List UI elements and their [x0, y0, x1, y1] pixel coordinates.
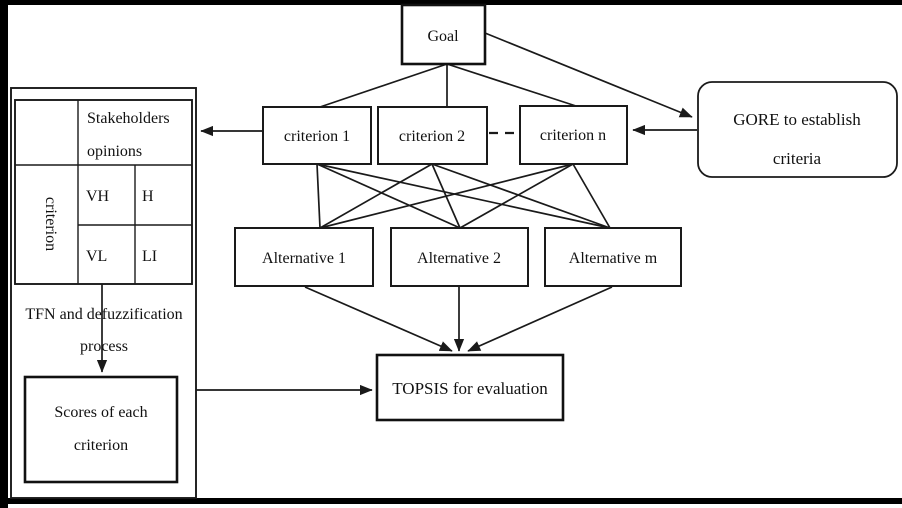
alternative-1-node: Alternative 1 — [234, 227, 374, 287]
gore-node: GORE to establish criteria — [697, 81, 898, 178]
scan-bar-bottom — [0, 498, 902, 504]
gore-label-line1: GORE to establish — [733, 110, 861, 129]
scan-bar-top — [0, 0, 902, 5]
fuzzy-panel-border — [10, 87, 197, 499]
table-row-header: criterion — [42, 197, 59, 251]
gore-label-line2: criteria — [773, 149, 822, 168]
cell-li: LI — [142, 248, 157, 265]
alternative-2-label: Alternative 2 — [417, 250, 501, 267]
arrow-altm-to-topsis — [467, 286, 613, 352]
cell-vh: VH — [86, 188, 110, 205]
tfn-caption-line2: process — [80, 338, 128, 355]
alternative-m-node: Alternative m — [544, 227, 682, 287]
criterion-n-label: criterion n — [540, 127, 606, 144]
cell-h: H — [142, 188, 154, 205]
topsis-label: TOPSIS for evaluation — [392, 379, 548, 398]
arrow-goal-to-gore — [484, 32, 693, 118]
criterion-2-label: criterion 2 — [399, 128, 465, 145]
table-header-line2: opinions — [87, 143, 142, 160]
criterion-1-label: criterion 1 — [284, 128, 350, 145]
criterion-2-node: criterion 2 — [377, 106, 488, 165]
tfn-caption-line1: TFN and defuzzification — [25, 306, 182, 323]
criterion-n-node: criterion n — [519, 105, 628, 165]
alternative-m-label: Alternative m — [569, 250, 658, 267]
table-border — [14, 99, 193, 285]
scores-label-line1: Scores of each — [54, 404, 147, 421]
scan-bar-left — [0, 0, 8, 508]
scores-node: Scores of each criterion — [23, 375, 179, 484]
table-header-line1: Stakeholders — [87, 110, 170, 127]
alternative-2-node: Alternative 2 — [390, 227, 529, 287]
scores-label-line2: criterion — [74, 437, 128, 454]
goal-to-criteria-lines — [319, 63, 577, 108]
criteria-to-alternatives-lines — [316, 163, 611, 229]
arrows — [96, 32, 697, 396]
arrow-alt1-to-topsis — [304, 286, 453, 352]
cell-vl: VL — [86, 248, 107, 265]
stakeholder-table: Stakeholders opinions criterion VH H VL … — [14, 99, 193, 285]
criterion-1-node: criterion 1 — [262, 106, 372, 165]
goal-label: Goal — [427, 28, 459, 45]
goal-node: Goal — [400, 3, 487, 66]
topsis-node: TOPSIS for evaluation — [375, 353, 565, 422]
alternative-1-label: Alternative 1 — [262, 250, 346, 267]
fuzzy-panel: Stakeholders opinions criterion VH H VL … — [10, 87, 197, 499]
